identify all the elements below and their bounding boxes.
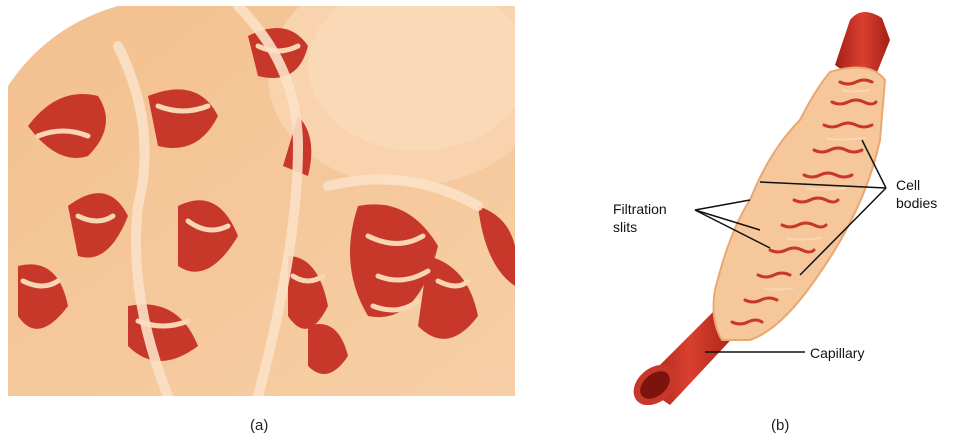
tissue-drawing [8,6,515,396]
cell-bodies-label: Cell bodies [896,176,952,212]
filtration-label-line2: slits [613,218,703,236]
panel-a-caption: (a) [250,417,268,434]
filtration-label-line1: Filtration [613,200,703,218]
cell-label-line1: Cell [896,176,952,194]
panel-b-caption: (b) [771,417,789,434]
capillary-label: Capillary [810,344,864,362]
podocyte-tissue-illustration [8,6,515,396]
filtration-slits-label: Filtration slits [613,200,703,236]
podocyte-cell-body [714,68,885,341]
cell-label-line2: bodies [896,194,952,212]
